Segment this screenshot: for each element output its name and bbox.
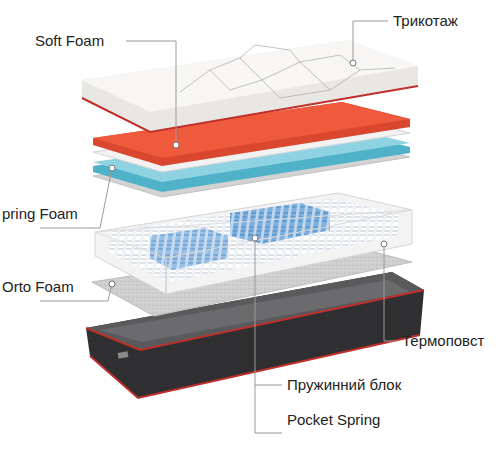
part-label: Пружинний блок: [287, 376, 401, 394]
part-label: Термоповст: [402, 332, 484, 350]
part-label: pring Foam: [2, 205, 78, 223]
leader-dots: [109, 60, 387, 287]
part-label: Трикотаж: [393, 12, 458, 30]
spring-block: [95, 193, 412, 294]
part-label: Orto Foam: [2, 278, 74, 296]
top-cover: [82, 40, 418, 132]
part-label: Pocket Spring: [287, 411, 380, 429]
leader-lines: [40, 21, 397, 433]
part-label: Soft Foam: [35, 32, 104, 50]
